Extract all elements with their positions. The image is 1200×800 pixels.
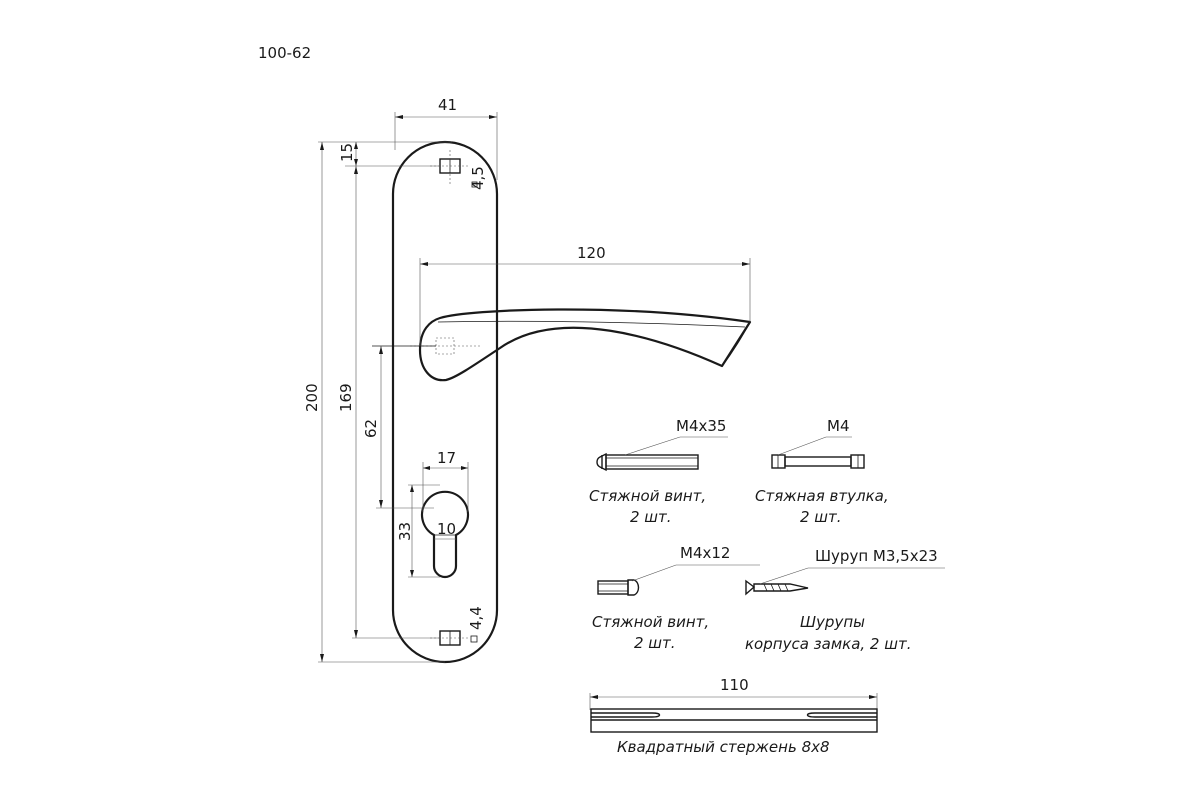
dim-cylinder-slot: 10 xyxy=(437,520,456,538)
part-screw-short-qty: 2 шт. xyxy=(634,634,676,652)
part-spindle: 110 Квадратный стержень 8x8 xyxy=(589,676,878,756)
lever-handle xyxy=(410,308,752,382)
part-bushing-size: M4 xyxy=(827,417,850,435)
dim-handle-length: 120 xyxy=(577,244,606,262)
part-screw-long-qty: 2 шт. xyxy=(630,508,672,526)
cylinder-cutout xyxy=(420,490,470,579)
dim-top-hole-diameter: 4,5 xyxy=(469,166,487,190)
bottom-hole-marker xyxy=(470,635,478,643)
part-wood-screw: Шуруп М3,5x23 Шурупы корпуса замка, 2 шт… xyxy=(745,547,945,653)
part-screw-long: M4x35 Стяжной винт, 2 шт. xyxy=(589,417,728,526)
backplate xyxy=(391,140,499,664)
part-screw-short-size: M4x12 xyxy=(680,544,730,562)
part-bushing-qty: 2 шт. xyxy=(800,508,842,526)
dim-top-hole-offset: 15 xyxy=(338,143,356,162)
handle-tip-facet xyxy=(721,321,751,367)
dim-hole-spacing: 169 xyxy=(337,383,355,412)
dim-bottom-hole-diameter: 4,4 xyxy=(467,606,485,630)
part-bushing: M4 Стяжная втулка, 2 шт. xyxy=(755,417,889,526)
handle-outline xyxy=(418,308,752,382)
part-screw-long-name: Стяжной винт, xyxy=(589,487,706,505)
part-wood-screw-name: Шурупы xyxy=(800,613,865,631)
model-code: 100-62 xyxy=(258,44,311,62)
backplate-outline xyxy=(391,140,499,664)
top-hole-marker xyxy=(471,181,478,188)
part-wood-screw-size: Шуруп М3,5x23 xyxy=(815,547,938,565)
part-screw-long-size: M4x35 xyxy=(676,417,726,435)
dimension-lines: 41 15 4,5 200 169 62 xyxy=(303,96,751,663)
dim-cylinder-height: 33 xyxy=(396,522,414,541)
part-wood-screw-qty: корпуса замка, 2 шт. xyxy=(745,635,911,653)
handle-crease xyxy=(437,320,746,328)
part-bushing-name: Стяжная втулка, xyxy=(755,487,889,505)
part-spindle-name: Квадратный стержень 8x8 xyxy=(617,738,830,756)
dim-axis-distance: 62 xyxy=(362,419,380,438)
part-screw-short-name: Стяжной винт, xyxy=(592,613,709,631)
part-screw-short: M4x12 Стяжной винт, 2 шт. xyxy=(592,544,760,652)
dim-total-height: 200 xyxy=(303,383,321,412)
dim-spindle-length: 110 xyxy=(720,676,749,694)
dim-plate-width: 41 xyxy=(438,96,457,114)
dim-cylinder-width: 17 xyxy=(437,449,456,467)
